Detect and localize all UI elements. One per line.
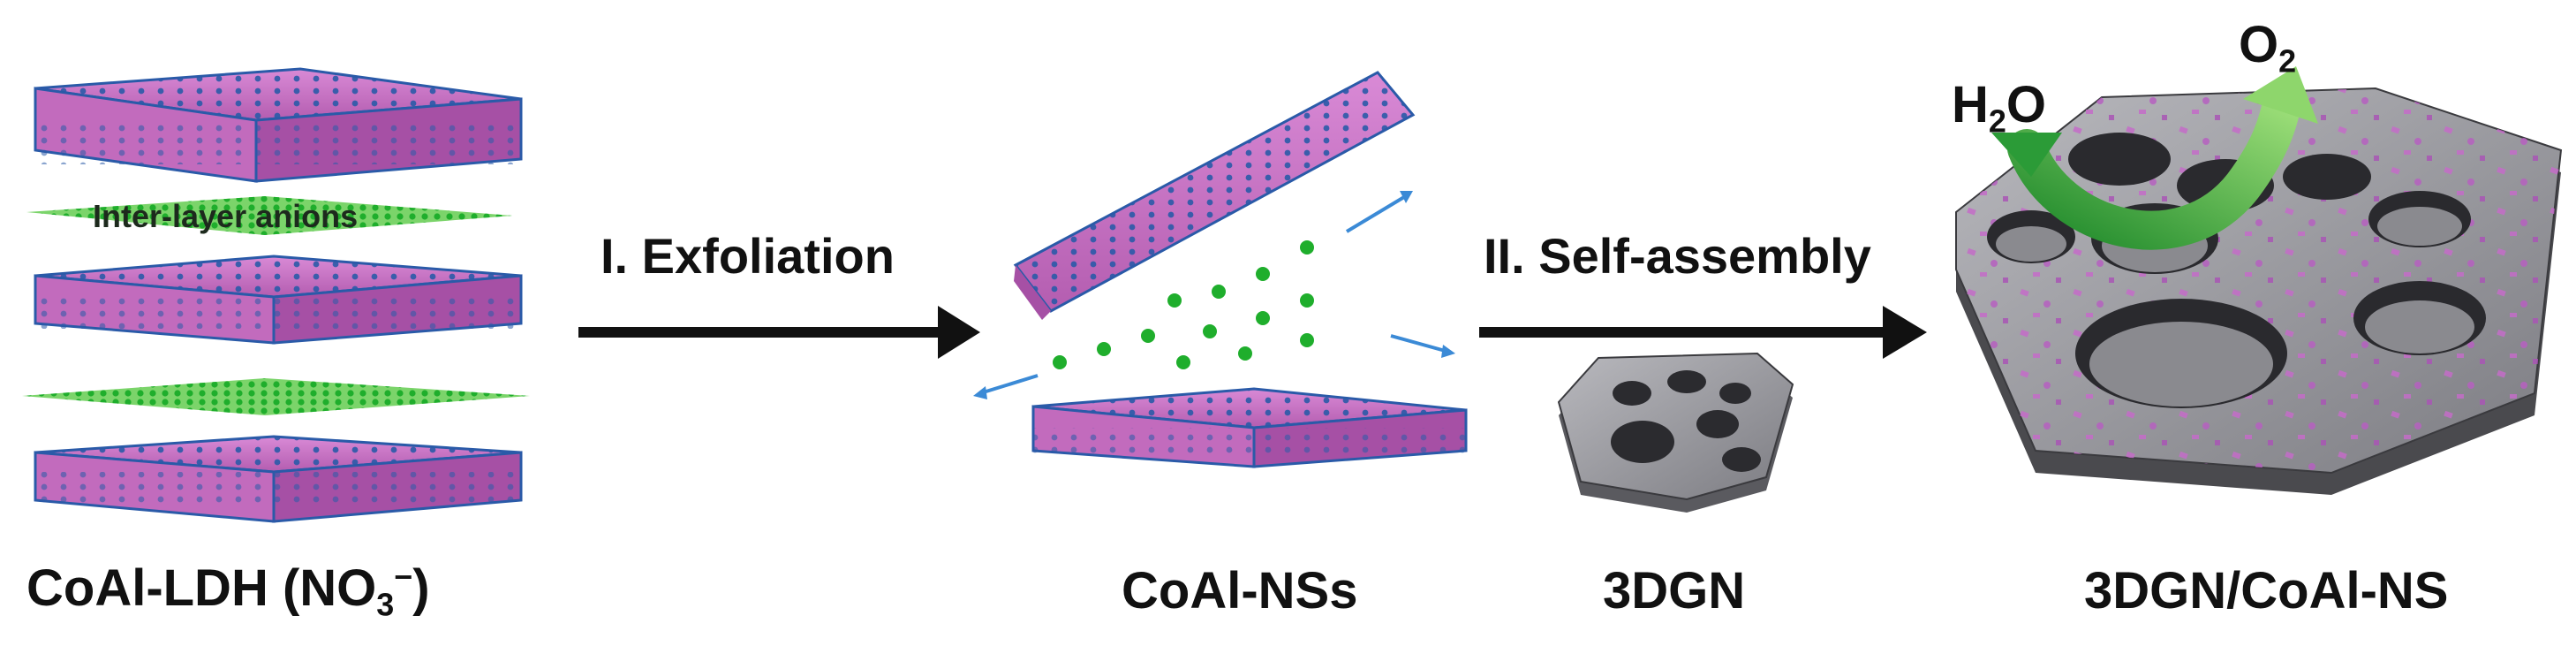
water-oxidation-arrow xyxy=(1991,66,2318,250)
graphene-network-caption: 3DGN xyxy=(1603,562,1746,619)
oxygen-label: O2 xyxy=(2239,19,2296,77)
pore xyxy=(2283,154,2371,200)
nanosheets-caption: CoAl-NSs xyxy=(1122,562,1358,619)
exfoliation-arrow xyxy=(578,306,980,359)
nanosheets xyxy=(973,71,1468,468)
separation-arrows xyxy=(973,191,1455,399)
water-label-o: O xyxy=(2006,76,2047,133)
ldh-caption-end: ) xyxy=(412,559,430,617)
released-anions xyxy=(1053,240,1314,369)
graphene-network-small xyxy=(1557,352,1794,513)
nanosheet-upper xyxy=(1013,71,1416,320)
assembly-step-label: II. Self-assembly xyxy=(1484,228,1871,284)
ldh-stack xyxy=(22,67,530,523)
oxygen-label-o: O xyxy=(2239,16,2279,73)
ldh-caption-main: CoAl-LDH (NO xyxy=(26,559,377,617)
ldh-sheet-3 xyxy=(34,435,523,523)
nanosheet-lower xyxy=(1031,387,1468,468)
composite-structure xyxy=(1955,87,2563,495)
ldh-sheet-2 xyxy=(34,255,523,345)
water-label-h: H xyxy=(1952,76,1989,133)
ldh-caption: CoAl-LDH (NO3−) xyxy=(26,561,430,620)
water-label: H2O xyxy=(1952,80,2046,137)
ldh-caption-superscript: − xyxy=(394,559,413,595)
oxygen-label-subscript: 2 xyxy=(2278,42,2297,80)
ldh-caption-subscript: 3 xyxy=(376,586,395,623)
assembly-arrow xyxy=(1479,306,1927,359)
pore xyxy=(2068,133,2171,186)
anion-layer-2 xyxy=(22,378,530,415)
water-label-subscript: 2 xyxy=(1988,103,2006,140)
ldh-sheet-1 xyxy=(34,67,523,183)
composite-caption: 3DGN/CoAl-NS xyxy=(2084,562,2449,619)
exfoliation-step-label: I. Exfoliation xyxy=(601,228,895,284)
anion-layer-1 xyxy=(26,196,512,235)
interlayer-anions-label: Inter-layer anions xyxy=(93,198,359,234)
